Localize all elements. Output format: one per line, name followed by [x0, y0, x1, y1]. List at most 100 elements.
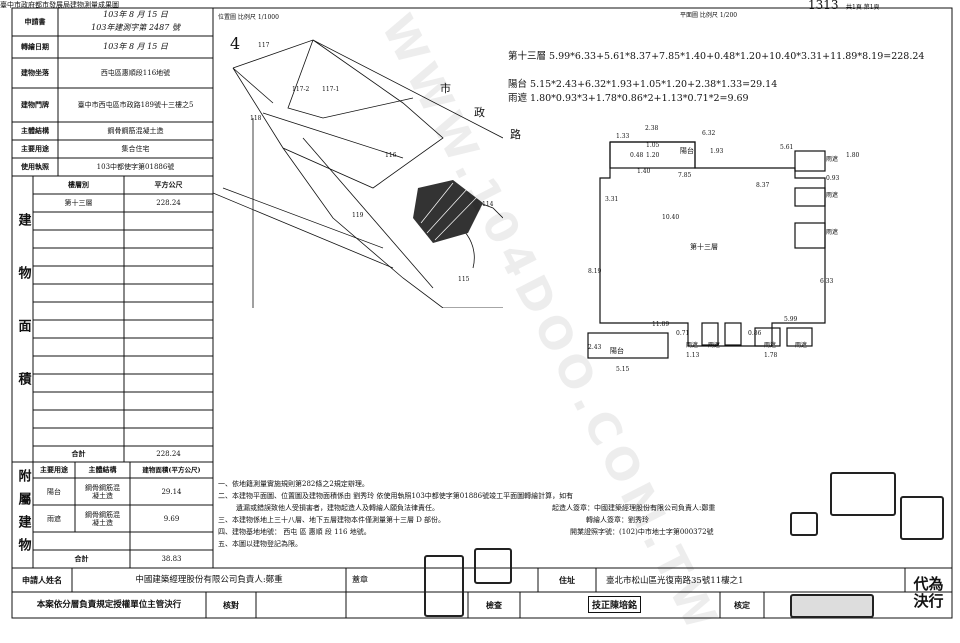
document-title: 臺中市政府都市發展局建物測量成果圖	[0, 1, 119, 8]
area-section-label: 建物面積	[15, 213, 31, 425]
dim-label: 1.93	[710, 148, 724, 155]
area-total-value: 228.24	[156, 450, 181, 458]
responsible-note: 本案依分層負責規定授權單位主管決行	[36, 600, 182, 610]
check-label: 核對	[223, 600, 239, 610]
drawer-signature: 轉繪人簽章：劉秀玲	[586, 516, 649, 524]
annex-col-structure: 主體結構	[88, 465, 117, 474]
license-number: 開業證照字號：(102)中市地士字第000372號	[570, 528, 714, 536]
area-col-area: 平方公尺	[154, 180, 183, 189]
location-map-title: 位置圖 比例尺 1/1000	[218, 14, 279, 21]
inspector-stamp: 技正陳培銘	[588, 596, 642, 613]
dim-label: 1.40	[637, 168, 651, 175]
balcony-label: 陽台	[610, 347, 624, 355]
note-line: 一、依地籍測量實施規則第282條之2規定辦理。	[218, 480, 369, 488]
note-line: 三、本建物係地上三十八層、地下五層建物本件僅測量第十三層 D 部份。	[218, 516, 446, 524]
parcel-label: 117-2	[292, 86, 310, 93]
rain-label: 雨遮	[708, 342, 721, 349]
location-map	[213, 39, 503, 308]
dim-label: 0.48	[630, 152, 644, 159]
area-total-label: 合計	[71, 449, 86, 458]
floor-plan	[587, 141, 826, 359]
area-col-floor: 樓層別	[68, 180, 89, 189]
location-value: 西屯區惠順段116地號	[100, 69, 171, 77]
parcel-label: 116	[385, 152, 397, 159]
location-label: 建物坐落	[21, 68, 49, 77]
annex-total-value: 38.83	[161, 555, 182, 563]
address-value: 臺北市松山區光復南路35號11樓之1	[606, 576, 744, 586]
dim-label: 0.93	[826, 175, 840, 182]
dim-label: 1.13	[686, 352, 700, 359]
permit-label: 使用執照	[21, 162, 49, 171]
inspect-label: 檢查	[486, 600, 502, 610]
balcony-label: 陽台	[680, 147, 694, 155]
area-row-area: 228.24	[156, 199, 181, 207]
area-row-floor: 第十三層	[64, 199, 93, 207]
builder-signature: 起造人簽章：中國建築經理股份有限公司負責人:鄭重	[552, 504, 716, 512]
rain-label: 雨遮	[826, 156, 839, 163]
approval-seal	[790, 594, 874, 618]
dim-label: 5.99	[784, 316, 798, 323]
annex-row-use: 陽台	[47, 487, 61, 496]
applicant-small-seal	[474, 548, 512, 584]
transfer-date-label: 轉繪日期	[21, 42, 49, 51]
form-grid	[11, 7, 953, 619]
parcel-label: 114	[482, 201, 494, 208]
applicant-seal	[424, 555, 464, 617]
door-label: 建物門牌	[21, 100, 49, 109]
annex-row-area: 29.14	[161, 487, 182, 496]
road-label: 路	[510, 128, 521, 141]
dim-label: 2.38	[645, 125, 659, 132]
road-label: 政	[474, 106, 485, 119]
dim-label: 6.33	[820, 278, 834, 285]
dim-label: 2.43	[588, 344, 602, 351]
dim-label: 11.89	[652, 321, 670, 328]
dim-label: 1.33	[616, 133, 630, 140]
location-map-number: 4	[230, 34, 241, 53]
dim-label: 0.71	[676, 330, 690, 337]
dim-label: 8.37	[756, 182, 770, 189]
floor-label: 第十三層	[690, 243, 718, 251]
dim-label: 6.32	[702, 130, 716, 137]
annex-row-structure: 鋼骨鋼筋混凝土造	[85, 483, 120, 500]
notes-block: 一、依地籍測量實施規則第282條之2規定辦理。 二、本建物平面圖、位置圖及建物面…	[218, 478, 573, 550]
dim-label: 3.31	[605, 196, 619, 203]
permit-value: 103中都使字第01886號	[96, 163, 175, 171]
floor-plan-title: 平面圖 比例尺 1/200	[680, 12, 738, 19]
apply-label: 申請書	[24, 17, 46, 26]
dim-label: 1.05	[646, 142, 660, 149]
applicant-label: 申請人姓名	[22, 575, 62, 585]
transfer-date: 103年 8 月 15 日	[103, 42, 168, 51]
rain-label: 雨遮	[764, 342, 777, 349]
road-label: 市	[440, 82, 451, 95]
annex-section-label: 附屬建物	[15, 469, 31, 561]
dim-label: 10.40	[662, 214, 680, 221]
apply-number: 103年建測字第 2487 號	[91, 23, 180, 32]
door-value: 臺中市西屯區市政路189號十三樓之5	[77, 101, 194, 109]
parcel-label: 118	[250, 115, 262, 122]
dim-label: 8.19	[588, 268, 602, 275]
formula-balcony: 陽台 5.15*2.43+6.32*1.93+1.05*1.20+2.38*1.…	[508, 79, 778, 90]
dim-label: 1.20	[646, 152, 660, 159]
rain-label: 雨遮	[686, 342, 699, 349]
address-label: 住址	[559, 575, 575, 585]
rain-label: 雨遮	[795, 342, 808, 349]
annex-row-use: 雨遮	[47, 514, 61, 523]
parcel-label: 115	[458, 276, 470, 283]
formula-floor: 第十三層 5.99*6.33+5.61*8.37+7.85*1.40+0.48*…	[508, 51, 925, 62]
dim-label: 5.61	[780, 144, 794, 151]
note-line: 四、建物基地地號： 西屯 區 惠順 段 116 地號。	[218, 528, 371, 536]
dim-label: 5.15	[616, 366, 630, 373]
dim-label: 0.86	[748, 330, 762, 337]
parcel-label: 119	[352, 212, 364, 219]
applicant-value: 中國建築經理股份有限公司負責人:鄭重	[135, 575, 283, 585]
company-seal	[830, 472, 896, 516]
annex-total-label: 合計	[74, 554, 89, 563]
use-label: 主要用途	[21, 144, 49, 153]
parcel-label: 117	[258, 42, 270, 49]
note-line: 遺漏或錯誤致他人受損害者，建物起造人及轉繪人願負法律責任。	[236, 504, 439, 512]
proxy-decision-stamp: 代為決行	[913, 575, 944, 610]
annex-col-area: 建物面積(平方公尺)	[142, 466, 201, 474]
approve-label: 核定	[734, 600, 750, 610]
person-seal	[900, 496, 944, 540]
structure-label: 主體結構	[21, 126, 49, 135]
